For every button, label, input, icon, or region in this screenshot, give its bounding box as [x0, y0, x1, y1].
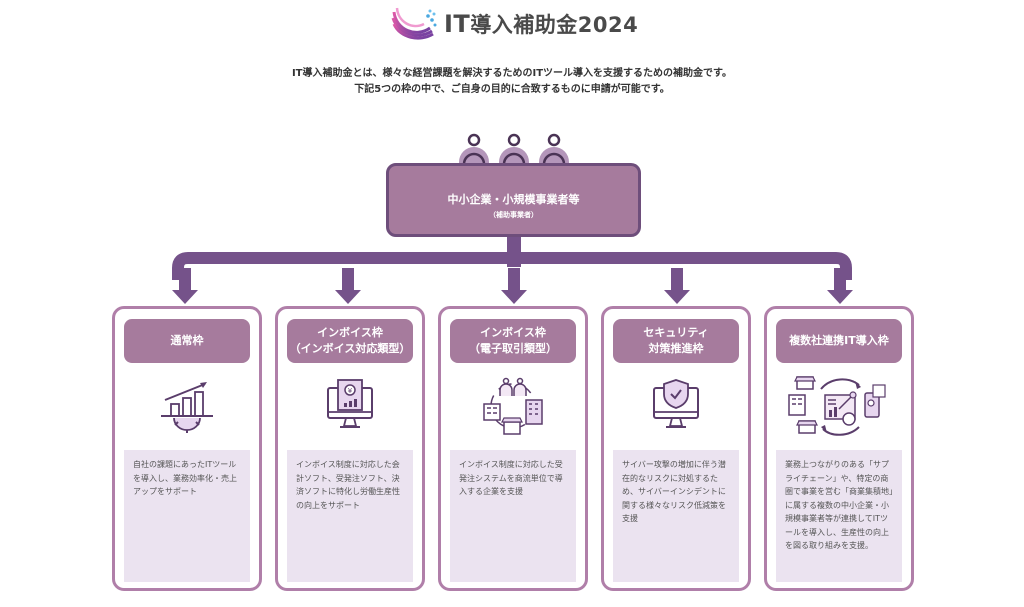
- intro-line-2: 下記5つの枠の中で、ご自身の目的に合致するものに申請が可能です。: [354, 84, 670, 95]
- connector-arrows: [172, 237, 853, 304]
- branch-line: [172, 252, 852, 280]
- card-standard: 通常枠 自社の課題にあったITツールを導入し、業務効率化・売上アップをサポート: [112, 306, 262, 591]
- logo-title-text: 導入補助金2024: [470, 13, 639, 37]
- growth-chart-gear-icon: [161, 382, 213, 433]
- logo-prefix: IT: [444, 10, 471, 38]
- monitor-invoice-icon: ¥: [327, 379, 373, 428]
- card-description: 自社の課題にあったITツールを導入し、業務効率化・売上アップをサポート: [124, 450, 250, 582]
- logo-title: IT導入補助金2024: [444, 9, 638, 39]
- applicant-subtitle: （補助事業者）: [489, 211, 538, 219]
- card-description: インボイス制度に対応した受発注システムを商流単位で導入する企業を支援: [450, 450, 576, 582]
- arrow-down-icon: [501, 268, 527, 304]
- card-icon-wrap: [466, 371, 560, 441]
- card-title: セキュリティ 対策推進枠: [613, 319, 739, 363]
- intro-line-1: IT導入補助金とは、様々な経営課題を解決するためのITツール導入を支援するための…: [291, 68, 733, 79]
- card-description: サイバー攻撃の増加に伴う潜在的なリスクに対処するため、サイバーインシデントに関す…: [613, 450, 739, 582]
- arrow-down-icon: [664, 268, 690, 304]
- applicant-title: 中小企業・小規模事業者等: [447, 193, 580, 206]
- logo: IT導入補助金2024: [390, 4, 638, 44]
- card-description: インボイス制度に対応した会計ソフト、受発注ソフト、決済ソフトに特化し労働生産性の…: [287, 450, 413, 582]
- card-title: インボイス枠 （インボイス対応類型）: [287, 319, 413, 363]
- applicant-node: 中小企業・小規模事業者等 （補助事業者）: [386, 163, 641, 237]
- multi-company-cycle-icon: [788, 376, 886, 436]
- card-icon-wrap: [629, 371, 723, 441]
- globe-swoosh-icon: [391, 7, 437, 40]
- card-title: インボイス枠 （電子取引類型）: [450, 319, 576, 363]
- card-invoice-compliance: インボイス枠 （インボイス対応類型） ¥ インボイス制度に対応した会計ソフト、受…: [275, 306, 425, 591]
- card-title: 通常枠: [124, 319, 250, 363]
- card-icon-wrap: [781, 371, 897, 441]
- monitor-shield-icon: [653, 379, 699, 428]
- card-icon-wrap: ¥: [303, 371, 397, 441]
- arrow-down-icon: [172, 268, 198, 304]
- card-icon-wrap: [140, 371, 234, 441]
- business-network-icon: [483, 377, 543, 435]
- card-description: 業務上つながりのある「サプライチェーン」や、特定の商圏で事業を営む「商業集積地」…: [776, 450, 902, 582]
- card-title: 複数社連携IT導入枠: [776, 319, 902, 363]
- card-security: セキュリティ 対策推進枠 サイバー攻撃の増加に伴う潜在的なリスクに対処するため、…: [601, 306, 751, 591]
- card-invoice-etransaction: インボイス枠 （電子取引類型） インボイス制度に対応した受発注システムを商流単位…: [438, 306, 588, 591]
- arrow-down-icon: [827, 268, 853, 304]
- card-multi-company: 複数社連携IT導入枠 業務上つながりのある「サプライチェーン」や、特定の商圏で事…: [764, 306, 914, 591]
- intro-text: IT導入補助金とは、様々な経営課題を解決するためのITツール導入を支援するための…: [0, 66, 1024, 98]
- svg-text:¥: ¥: [348, 387, 353, 395]
- arrow-down-icon: [335, 268, 361, 304]
